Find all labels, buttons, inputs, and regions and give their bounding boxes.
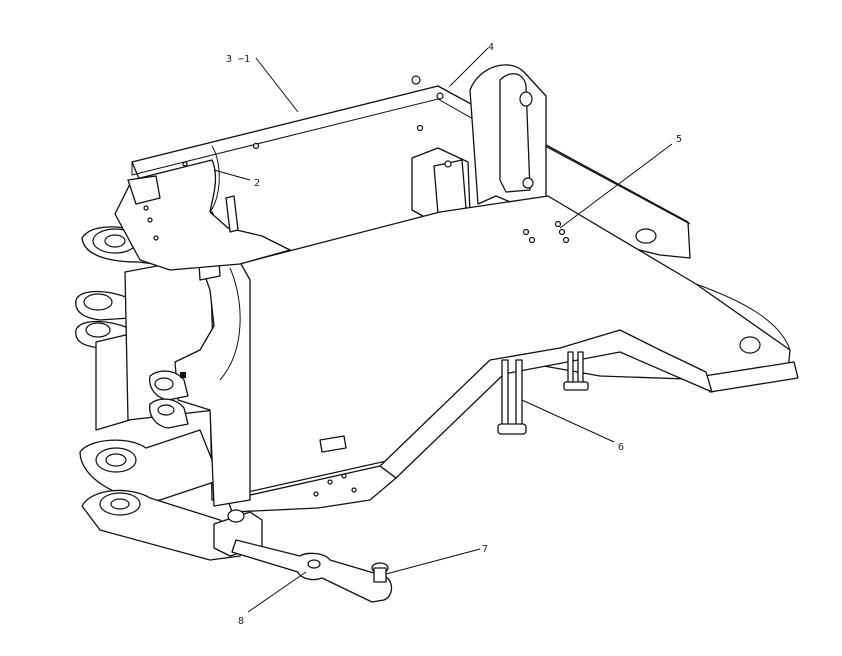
link-arm xyxy=(213,509,393,603)
callout-5: 5 xyxy=(676,134,682,145)
callout-8: 8 xyxy=(238,616,244,627)
callout-2: 2 xyxy=(254,178,260,189)
front-curved-plate xyxy=(149,245,251,507)
callout-labels: 3 −1 4 2 5 6 7 8 xyxy=(226,42,682,627)
bolt-rods xyxy=(497,351,589,435)
main-side-plate xyxy=(207,195,799,513)
leader-lines xyxy=(213,47,673,613)
upper-left-plate xyxy=(114,145,291,271)
callout-6: 6 xyxy=(618,442,624,453)
callout-3-1: 3 −1 xyxy=(226,54,250,65)
callout-4: 4 xyxy=(488,42,494,53)
callout-7: 7 xyxy=(482,544,488,555)
